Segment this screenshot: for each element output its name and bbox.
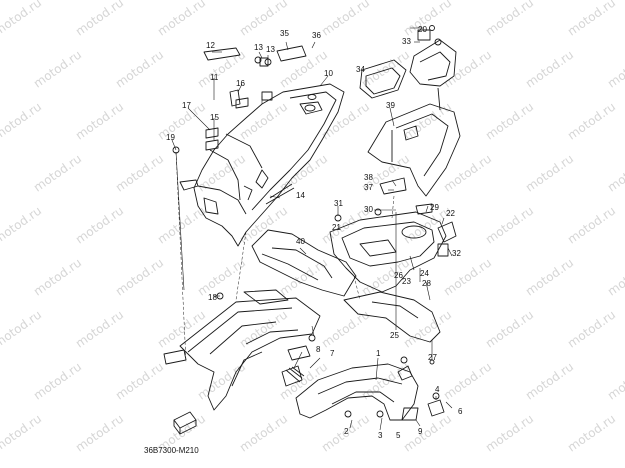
callout-8: 8 (316, 345, 321, 354)
callout-22: 22 (446, 209, 455, 218)
callout-28: 28 (422, 279, 431, 288)
callout-18: 18 (208, 293, 217, 302)
fasteners (172, 25, 442, 418)
alignment-lines (175, 151, 395, 363)
tail-bracket-assembly (359, 29, 461, 197)
leader-lines (171, 27, 453, 431)
manual-reference-icon (173, 411, 197, 435)
small-clips (203, 45, 307, 205)
callout-23: 23 (402, 277, 411, 286)
callout-11: 11 (210, 73, 219, 82)
callout-25: 25 (390, 331, 399, 340)
front-fender (281, 363, 445, 421)
callout-35: 35 (280, 29, 289, 38)
callout-5: 5 (396, 431, 401, 440)
callout-17: 17 (182, 101, 191, 110)
callout-10: 10 (324, 69, 333, 78)
callout-39: 39 (386, 101, 395, 110)
callout-2: 2 (344, 427, 349, 436)
rear-subframe (163, 289, 321, 411)
callout-15: 15 (210, 113, 219, 122)
callout-34: 34 (356, 65, 365, 74)
callout-20: 20 (418, 25, 427, 34)
callout-21: 21 (332, 223, 341, 232)
callout-4: 4 (435, 385, 440, 394)
callout-19: 19 (166, 133, 175, 142)
license-plate-holder (329, 203, 457, 343)
callout-40: 40 (296, 237, 305, 246)
callout-24: 24 (420, 269, 429, 278)
callout-31: 31 (334, 199, 343, 208)
callout-36: 36 (312, 31, 321, 40)
callout-13: 13 (266, 45, 275, 54)
callout-16: 16 (236, 79, 245, 88)
callout-30: 30 (364, 205, 373, 214)
callout-27: 27 (428, 353, 437, 362)
callout-6: 6 (458, 407, 463, 416)
callout-38: 38 (364, 173, 373, 182)
rear-inner-fender (179, 83, 345, 247)
callout-37: 37 (364, 183, 373, 192)
callout-26: 26 (394, 271, 403, 280)
callout-32: 32 (452, 249, 461, 258)
callout-3: 3 (378, 431, 383, 440)
diagram-caption: 36B7300-M210 (144, 446, 199, 455)
callout-13: 13 (254, 43, 263, 52)
callout-7: 7 (330, 349, 335, 358)
callout-1: 1 (376, 349, 381, 358)
callout-29: 29 (430, 203, 439, 212)
under-cowl (251, 229, 357, 297)
callout-12: 12 (206, 41, 215, 50)
callout-33: 33 (402, 37, 411, 46)
callout-9: 9 (418, 427, 423, 436)
callout-14: 14 (296, 191, 305, 200)
